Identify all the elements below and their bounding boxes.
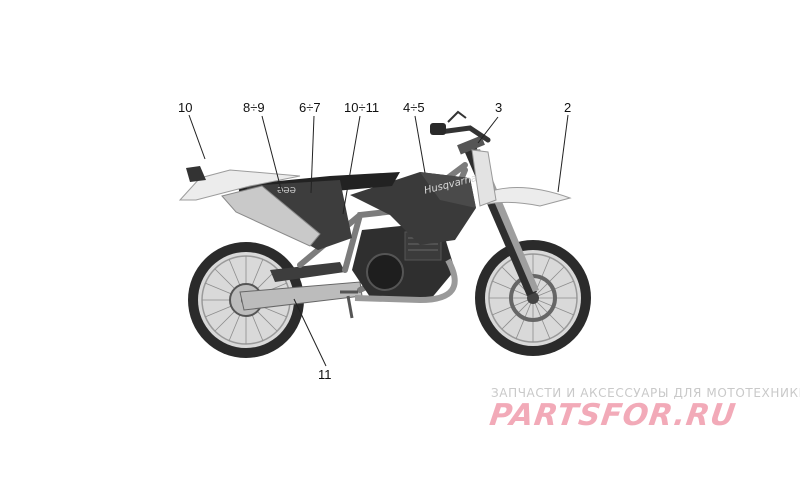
callout-labels: 10 8÷9 6÷7 10÷11 4÷5 3 2 11 — [178, 100, 571, 382]
leader-lines — [188, 114, 569, 367]
callout-4-5: 4÷5 — [403, 100, 425, 115]
callout-11: 11 — [318, 367, 332, 382]
front-wheel — [475, 240, 591, 356]
callout-10-11: 10÷11 — [344, 100, 379, 115]
handlebar — [430, 110, 491, 143]
callout-10: 10 — [178, 100, 192, 115]
watermark-logo: PARTSFOR.RU — [487, 398, 739, 433]
front-fender — [484, 187, 572, 207]
callout-2: 2 — [564, 100, 571, 115]
watermark-tagline: ЗАПЧАСТИ И АКСЕССУАРЫ ДЛЯ МОТОТЕХНИКИ — [491, 386, 800, 400]
callout-6-7: 6÷7 — [299, 100, 321, 115]
callout-3: 3 — [495, 100, 502, 115]
exhaust-silencer — [221, 185, 321, 247]
side-number: ƏƏƏ — [277, 186, 296, 195]
front-number-plate — [471, 149, 497, 207]
fuel-tank-shroud: Husqvarna — [350, 172, 478, 245]
exhaust-header — [354, 258, 458, 304]
callout-8-9: 8÷9 — [243, 100, 265, 115]
footpeg — [340, 290, 358, 319]
rear-fender — [178, 166, 301, 201]
